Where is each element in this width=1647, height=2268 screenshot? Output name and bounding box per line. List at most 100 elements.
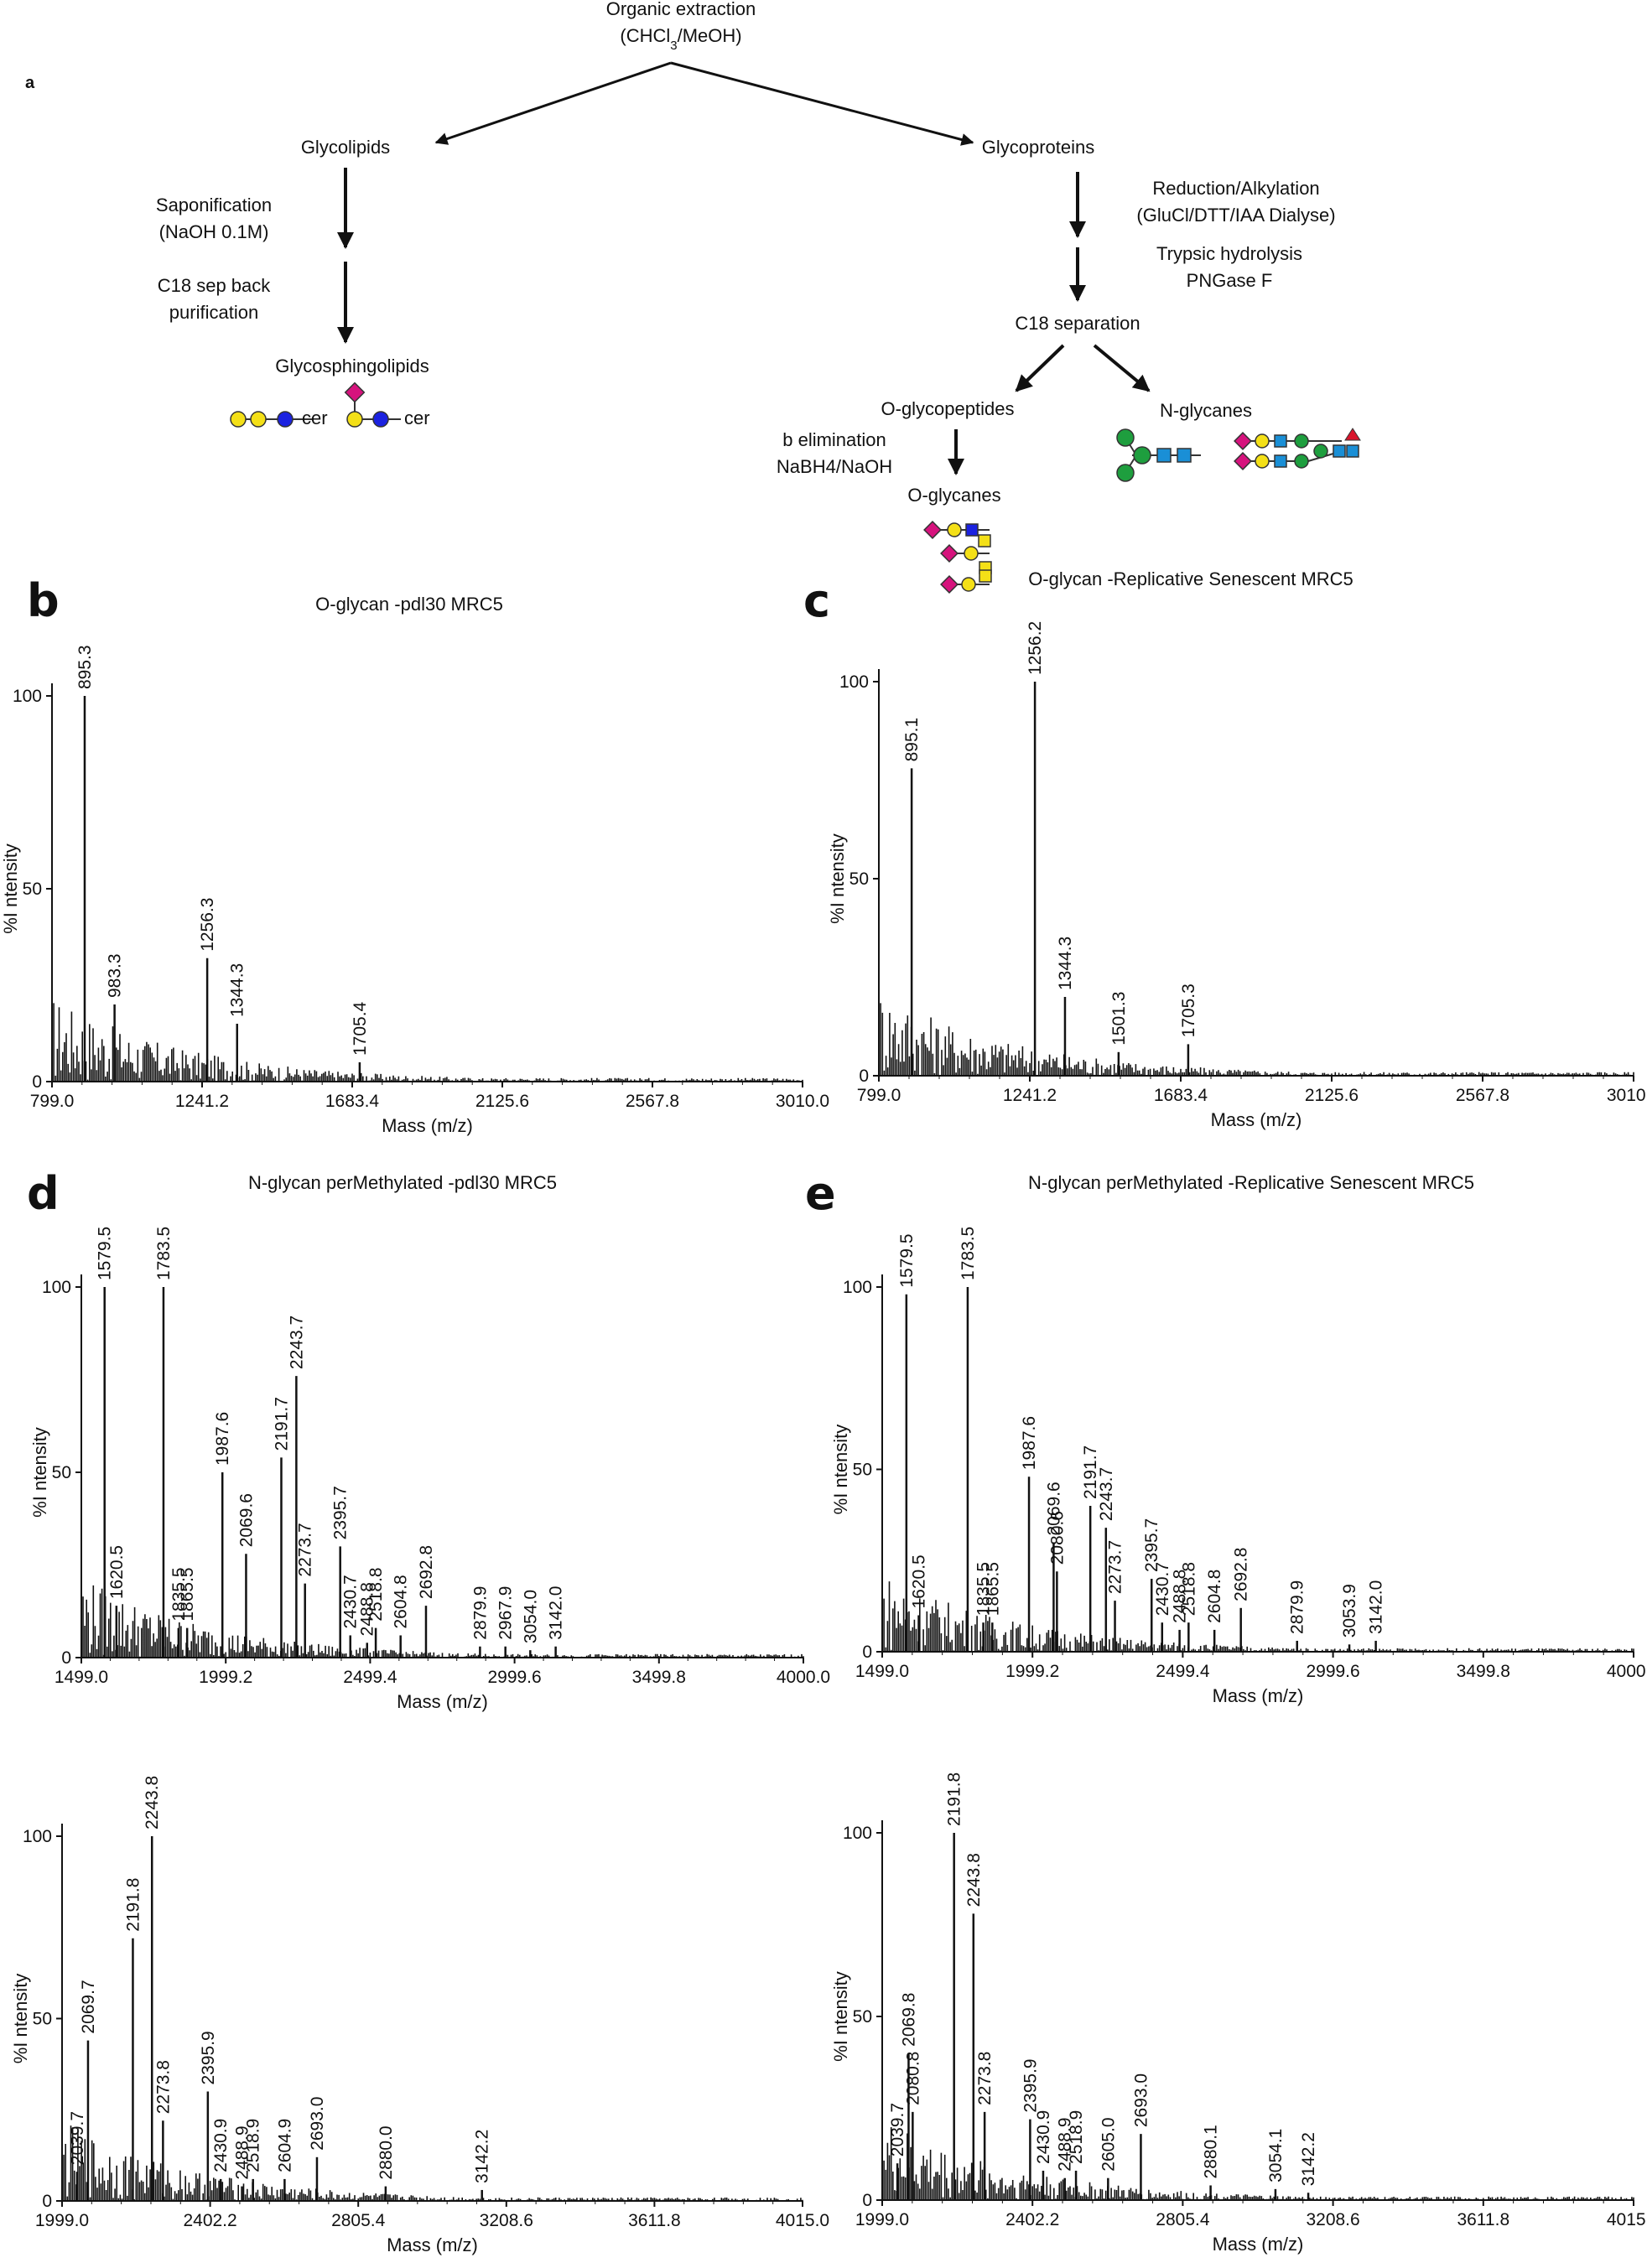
x-tick-label: 1999.0 xyxy=(35,2211,89,2230)
y-tick-label: 0 xyxy=(61,1648,71,1668)
x-tick-label: 2805.4 xyxy=(1156,2210,1210,2229)
y-tick-label: 0 xyxy=(862,2191,872,2210)
glycan-cer-label-2: cer xyxy=(404,407,430,428)
noise-trace xyxy=(51,1003,803,1082)
peak-label: 2488.8 xyxy=(358,1582,377,1636)
x-tick-label: 2805.4 xyxy=(331,2211,386,2230)
x-tick-label: 1999.0 xyxy=(855,2210,909,2229)
glycan-n-complex-2 xyxy=(1234,428,1361,470)
x-tick-label: 3499.8 xyxy=(1457,1662,1510,1681)
panel-label-d: d xyxy=(27,1167,60,1220)
x-axis-label: Mass (m/z) xyxy=(397,1691,488,1712)
x-tick-label: 1499.0 xyxy=(55,1668,108,1687)
peak-label: 2069.8 xyxy=(899,1993,918,2047)
glycan-n-complex-1 xyxy=(1116,428,1201,482)
peak-label: 1344.3 xyxy=(1056,937,1075,990)
peak-label: 1705.4 xyxy=(351,1001,370,1056)
spectrum-chart-e: N-glycan perMethylated -Replicative Sene… xyxy=(830,1172,1647,1706)
peak-label: 2880.0 xyxy=(377,2125,396,2179)
x-tick-label: 4015.0 xyxy=(776,2211,829,2230)
node-c18-separation: C18 separation xyxy=(1015,313,1140,334)
peak-label: 895.3 xyxy=(75,645,95,689)
x-tick-label: 3208.6 xyxy=(1306,2210,1359,2229)
node-glycoproteins: Glycoproteins xyxy=(982,137,1095,158)
peak-label: 1256.2 xyxy=(1026,621,1045,675)
peak-label: 1620.5 xyxy=(107,1545,127,1599)
peak-label: 1344.3 xyxy=(228,963,247,1017)
peak-label: 2605.0 xyxy=(1099,2117,1118,2171)
peak-label: 2191.7 xyxy=(272,1397,291,1451)
peak-label: 2080.6 xyxy=(1047,1511,1067,1565)
peak-label: 2039.7 xyxy=(68,2111,87,2165)
x-axis-label: Mass (m/z) xyxy=(382,1115,473,1136)
x-tick-label: 799.0 xyxy=(30,1092,75,1111)
node-o-glycanes: O-glycanes xyxy=(907,485,1000,506)
peak-label: 2518.9 xyxy=(244,2119,263,2172)
x-tick-label: 1683.4 xyxy=(325,1092,380,1111)
chart-title: O-glycan -Replicative Senescent MRC5 xyxy=(1028,568,1353,589)
peak-label: 1835.5 xyxy=(974,1562,994,1616)
glycan-gsl-1: cer xyxy=(230,407,328,428)
step-trypsic-1: Trypsic hydrolysis xyxy=(1156,243,1302,264)
peak-label: 2395.9 xyxy=(1021,2058,1040,2112)
peak-label: 2080.8 xyxy=(903,2052,922,2105)
peak-label: 2243.7 xyxy=(287,1316,306,1369)
peak-label: 2430.7 xyxy=(1153,1562,1172,1616)
x-tick-label: 2125.6 xyxy=(475,1092,529,1111)
step-c18-sep-2: purification xyxy=(169,302,258,323)
peak-label: 2604.9 xyxy=(275,2119,294,2172)
y-tick-label: 0 xyxy=(32,1072,42,1092)
y-tick-label: 0 xyxy=(862,1643,872,1662)
panel-label-c: c xyxy=(803,574,830,627)
step-b-elimination-2: NaBH4/NaOH xyxy=(777,456,892,477)
peak-label: 1501.3 xyxy=(1109,992,1129,1046)
peak-label: 2518.8 xyxy=(1179,1562,1198,1616)
y-tick-label: 50 xyxy=(853,2007,872,2027)
x-tick-label: 2402.2 xyxy=(183,2211,236,2230)
node-o-glycopeptides: O-glycopeptides xyxy=(881,398,1015,419)
arrow-right-3b xyxy=(1093,344,1151,392)
peak-label: 2430.9 xyxy=(1034,2110,1053,2164)
peak-label: 2488.8 xyxy=(1171,1570,1190,1623)
peak-label: 2518.9 xyxy=(1067,2110,1086,2164)
x-axis-label: Mass (m/z) xyxy=(1211,1109,1302,1130)
peak-label: 2430.7 xyxy=(341,1575,361,1628)
step-reduction-1: Reduction/Alkylation xyxy=(1152,178,1319,199)
x-tick-label: 4000.0 xyxy=(777,1668,830,1687)
step-b-elimination-1: b elimination xyxy=(782,429,886,450)
noise-trace xyxy=(81,1585,804,1658)
peak-label: 2692.8 xyxy=(1232,1548,1251,1601)
peak-label: 1579.5 xyxy=(897,1233,917,1287)
x-tick-label: 1241.2 xyxy=(1003,1086,1057,1105)
x-tick-label: 2125.6 xyxy=(1305,1086,1359,1105)
flowchart-panel-a: a Organic extraction (CHCl3/MeOH) Glycol… xyxy=(25,0,1361,594)
peak-label: 3054.1 xyxy=(1266,2129,1286,2182)
peak-label: 2693.0 xyxy=(1131,2073,1151,2127)
peak-label: 2191.8 xyxy=(123,1878,143,1932)
root-line2: (CHCl3/MeOH) xyxy=(620,25,741,53)
y-axis-label: %I ntensity xyxy=(830,1971,851,2062)
glycan-gsl-2: cer xyxy=(344,381,430,428)
y-tick-label: 100 xyxy=(42,1278,71,1297)
spectrum-chart-c: O-glycan -Replicative Senescent MRC5799.… xyxy=(827,568,1647,1130)
noise-trace xyxy=(878,1003,1634,1076)
peak-label: 983.3 xyxy=(106,953,125,998)
peak-label: 3054.0 xyxy=(521,1590,540,1643)
glycan-cer-label-1: cer xyxy=(302,407,328,428)
peak-label: 1865.5 xyxy=(983,1562,1002,1616)
peak-label: 1783.5 xyxy=(154,1227,174,1280)
step-trypsic-2: PNGase F xyxy=(1187,270,1273,291)
y-tick-label: 100 xyxy=(843,1278,872,1297)
peak-label: 2488.9 xyxy=(233,2125,252,2179)
x-tick-label: 3611.8 xyxy=(1457,2210,1509,2229)
peak-label: 2604.8 xyxy=(392,1575,411,1628)
peak-label: 895.1 xyxy=(902,718,922,762)
x-tick-label: 2567.8 xyxy=(1456,1086,1509,1105)
step-reduction-2: (GluCl/DTT/IAA Dialyse) xyxy=(1136,205,1335,226)
peak-label: 2273.8 xyxy=(153,2060,173,2114)
peak-label: 3142.2 xyxy=(473,2130,492,2183)
x-axis-label: Mass (m/z) xyxy=(1213,1685,1304,1706)
y-tick-label: 0 xyxy=(859,1067,869,1086)
peak-label: 2430.9 xyxy=(211,2119,231,2172)
